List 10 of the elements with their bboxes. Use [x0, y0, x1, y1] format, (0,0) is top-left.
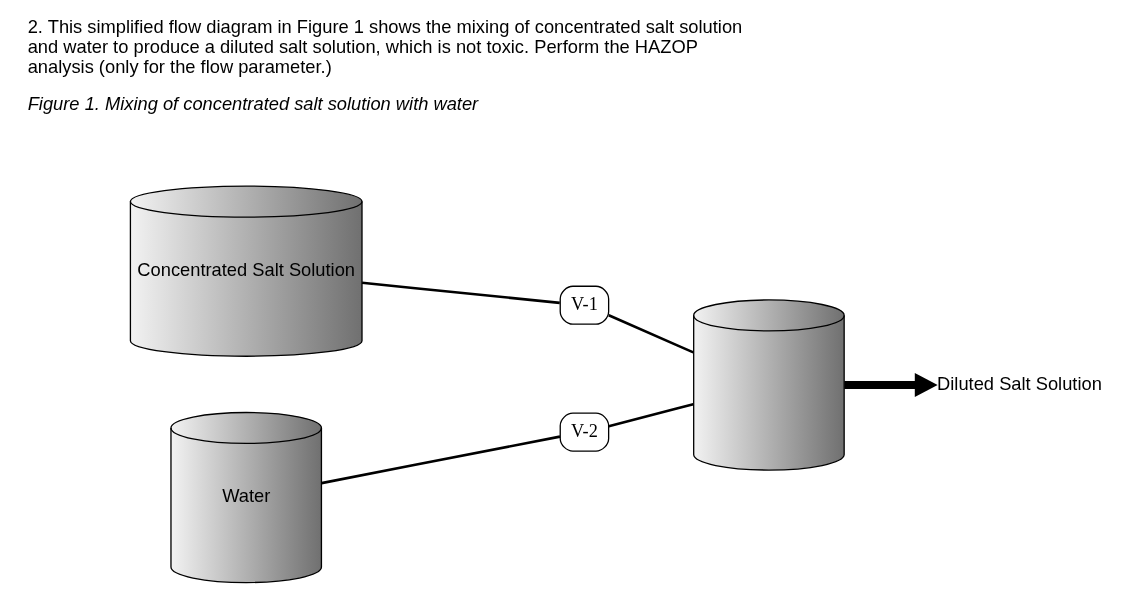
connector: [361, 281, 560, 305]
connector: [607, 403, 694, 428]
node-text: Diluted Salt Solution: [936, 372, 1102, 394]
node-box: V-2: [559, 412, 609, 452]
connector: [320, 435, 560, 485]
arrow: [843, 373, 938, 397]
connector: [607, 314, 694, 354]
diagram-title: 2. This simplified flow diagram in Figure 1 shows the mixing of concentrated salt solution and water to produce a diluted salt solution, which is not toxic. Perform the HAZOP analysis (only for the flow parameter.): [27, 16, 742, 77]
node-box: V-1: [559, 285, 609, 325]
caption: Figure 1. Mixing of concentrated salt solution with water: [27, 92, 478, 114]
